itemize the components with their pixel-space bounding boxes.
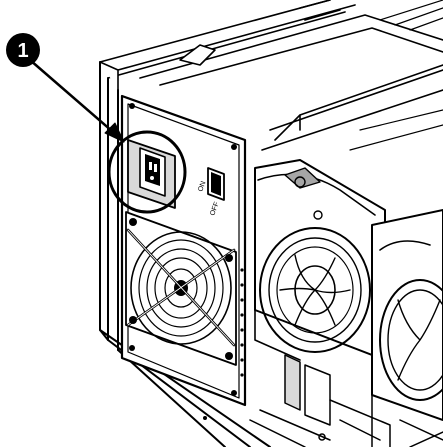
- vent-holes: [240, 268, 244, 377]
- callout-leader: [28, 58, 122, 140]
- switch-on-label: ON: [197, 180, 207, 192]
- switch-off-label: OFF: [209, 201, 220, 217]
- callout-arrowhead: [104, 122, 125, 143]
- callout: 1: [6, 33, 125, 143]
- callout-badge: [6, 33, 40, 67]
- power-switch: ON OFF: [197, 167, 225, 217]
- lower-chassis-details: [203, 354, 443, 447]
- callout-number: 1: [17, 40, 28, 62]
- power-inlet: [127, 139, 176, 209]
- chassis-top: [99, 0, 443, 151]
- system-fan-1: [254, 159, 386, 361]
- system-fan-2: [371, 209, 443, 421]
- callout-ring: [107, 130, 187, 214]
- psu-fan: [125, 211, 237, 366]
